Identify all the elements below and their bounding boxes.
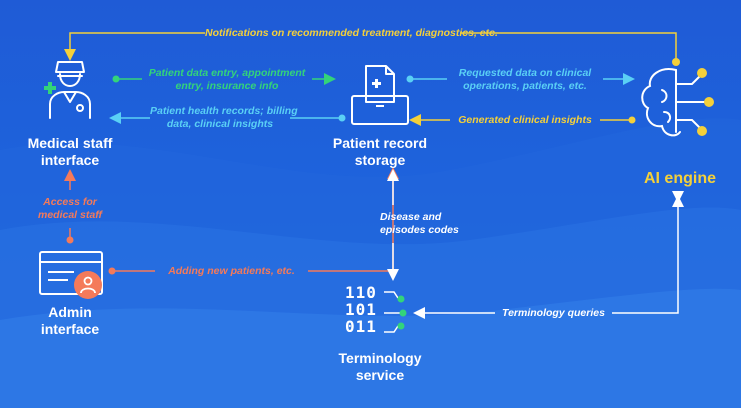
health-records-arrow <box>109 112 346 124</box>
disease-codes-label: Disease and episodes codes <box>380 211 459 236</box>
binary-row: 101 <box>345 300 377 319</box>
notifications-label: Notifications on recommended treatment, … <box>205 27 498 39</box>
binary-row: 110 <box>345 283 377 302</box>
patient-record-label: Patient record storage <box>332 135 428 168</box>
access-arrow <box>64 169 76 244</box>
health-records-label: Patient health records; billing data, cl… <box>150 105 298 130</box>
ai-engine-label: AI engine <box>643 170 716 187</box>
terminology-label: Terminology service <box>338 350 422 383</box>
patient-data-entry-arrow <box>112 73 336 85</box>
patient-data-entry-label: Patient data entry, appointment entry, i… <box>148 67 306 92</box>
notifications-arrow <box>64 32 680 66</box>
admin-label: Admin interface <box>40 304 100 337</box>
binary-code-icon: 110 101 011 <box>345 284 377 335</box>
adding-patients-label: Adding new patients, etc. <box>168 265 295 277</box>
medical-staff-label: Medical staff interface <box>27 135 113 168</box>
terminology-queries-label: Terminology queries <box>502 307 605 319</box>
generated-insights-arrow <box>409 114 636 126</box>
generated-insights-label: Generated clinical insights <box>458 114 592 126</box>
terminology-queries-arrow <box>413 191 684 319</box>
requested-data-label: Requested data on clinical operations, p… <box>458 67 592 92</box>
requested-data-arrow <box>406 73 635 85</box>
access-label: Access for medical staff <box>38 196 102 221</box>
binary-row: 011 <box>345 317 377 336</box>
